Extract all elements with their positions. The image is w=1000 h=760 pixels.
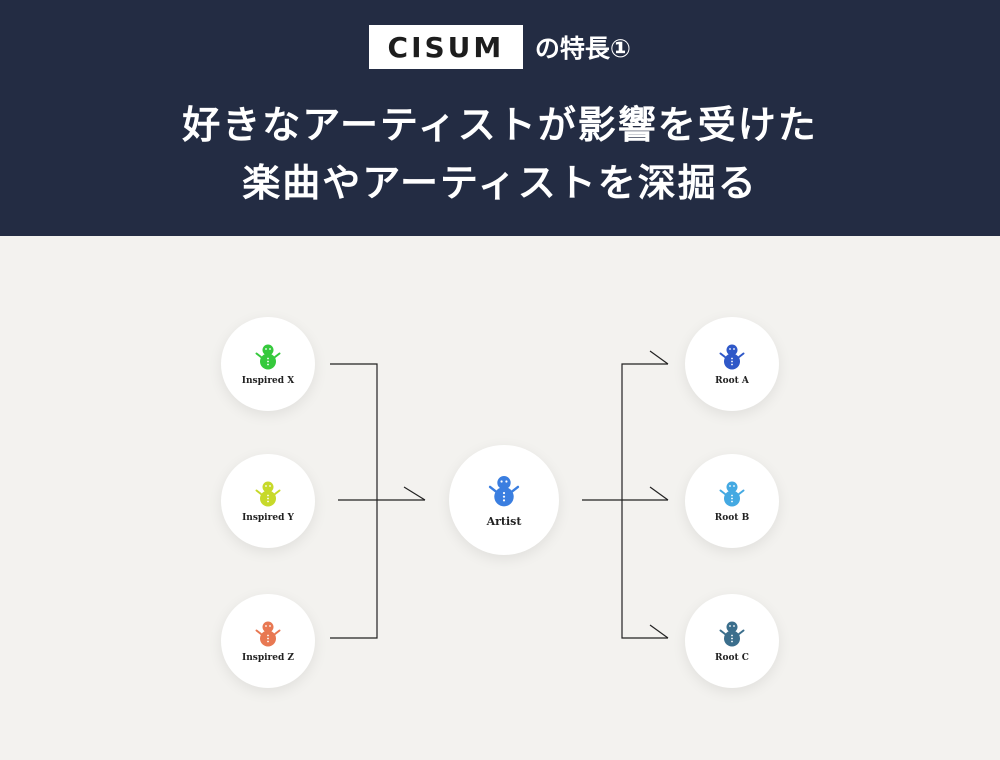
- node-root-a: Root A: [685, 317, 779, 411]
- arrowhead-to-root-c: [649, 624, 669, 639]
- node-label: Inspired X: [241, 376, 295, 386]
- node-label: Artist: [486, 514, 522, 528]
- node-label: Root B: [714, 513, 750, 523]
- snowman-icon: [488, 475, 520, 506]
- headline-line-1: 好きなアーティストが影響を受けた: [182, 103, 818, 147]
- node-label: Root A: [715, 376, 749, 386]
- headline-line-2: 楽曲やアーティストを深掘る: [242, 161, 758, 205]
- snowman-icon: [719, 344, 745, 370]
- node-artist: Artist: [449, 445, 559, 555]
- node-root-c: Root C: [685, 594, 779, 688]
- node-root-b: Root B: [685, 454, 779, 548]
- node-label: Inspired Z: [242, 653, 294, 663]
- node-inspired-y: Inspired Y: [221, 454, 315, 548]
- header-banner: CISUM の特長① 好きなアーティストが影響を受けた 楽曲やアーティストを深掘…: [0, 0, 1000, 236]
- arrowhead-to-root-b: [649, 486, 669, 501]
- feature-number-label: の特長①: [534, 34, 632, 63]
- connector-inspired-x: [330, 363, 378, 639]
- connector-lines: [330, 350, 669, 639]
- node-inspired-z: Inspired Z: [221, 594, 315, 688]
- brand-logo: CISUM: [368, 25, 523, 69]
- snowman-icon: [255, 481, 281, 507]
- snowman-icon: [255, 344, 281, 370]
- snowman-icon: [719, 481, 745, 507]
- brand-row: CISUM の特長①: [0, 24, 1000, 70]
- node-label: Root C: [715, 653, 749, 663]
- snowman-icon: [255, 621, 281, 647]
- connector-root-bracket: [621, 363, 668, 639]
- arrowhead-to-artist: [403, 486, 426, 501]
- node-inspired-x: Inspired X: [221, 317, 315, 411]
- snowman-icon: [719, 621, 745, 647]
- arrowhead-to-root-a: [649, 350, 669, 365]
- influence-diagram: Inspired X Inspired Y Inspired Z Artist …: [0, 236, 1000, 760]
- node-label: Inspired Y: [242, 513, 294, 523]
